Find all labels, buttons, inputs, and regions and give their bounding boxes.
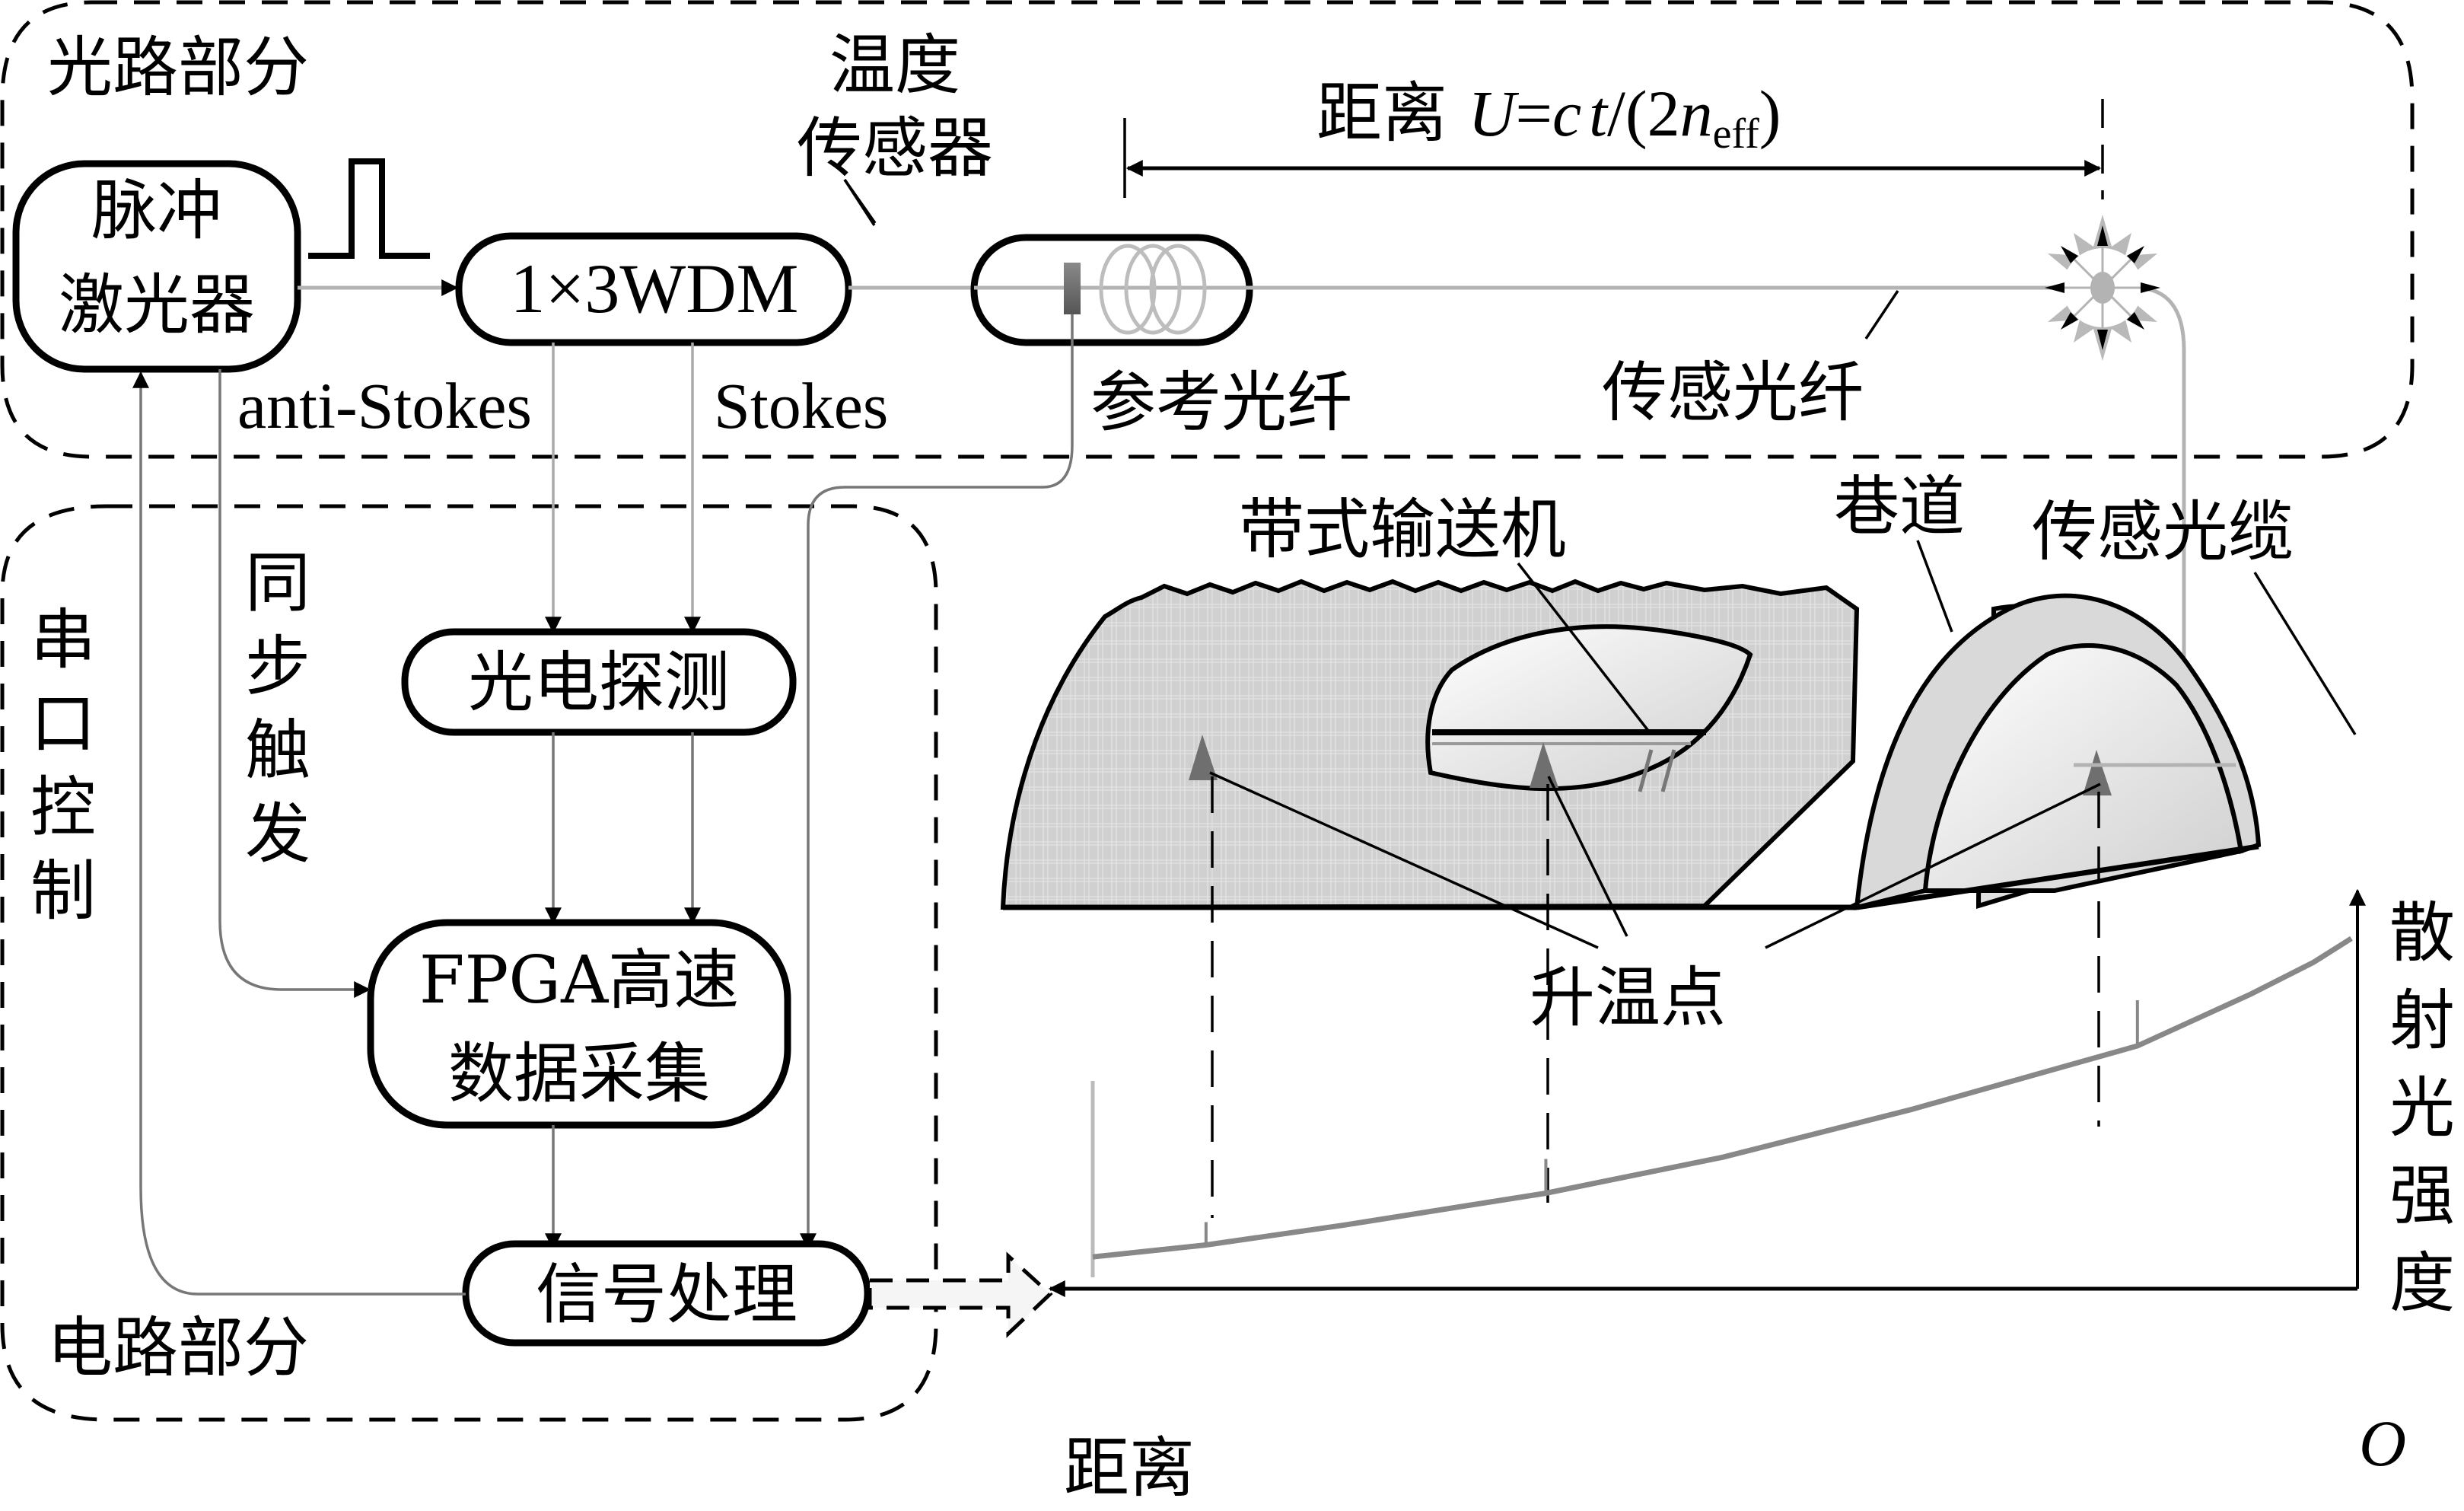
fiber-coil-icon xyxy=(1099,244,1157,335)
conveyor-strut xyxy=(1638,749,1654,792)
output-arrow-icon xyxy=(867,1251,1053,1338)
svg-text:发: 发 xyxy=(245,796,310,872)
sensing-fiber-label: 传感光纤 xyxy=(1602,355,1864,431)
fpga-label-line1: FPGA高速 xyxy=(419,942,739,1018)
fiber-coil-loop xyxy=(1124,244,1182,335)
tunnel-illustration xyxy=(1000,579,2262,910)
serial-control-path xyxy=(132,371,466,1296)
intensity-trace xyxy=(1092,936,2353,1260)
temp-sensor-label-line2: 传感器 xyxy=(797,110,993,186)
svg-text:步: 步 xyxy=(245,629,310,705)
svg-text:射: 射 xyxy=(2389,983,2455,1059)
svg-text:控: 控 xyxy=(30,770,96,846)
svg-text:制: 制 xyxy=(30,853,96,929)
signal-processing-label: 信号处理 xyxy=(536,1257,797,1333)
photodetector-label: 光电探测 xyxy=(468,645,730,721)
svg-text:串: 串 xyxy=(30,602,96,678)
svg-text:同: 同 xyxy=(245,545,310,621)
sync-trigger-label: 同 步 触 发 xyxy=(245,545,310,872)
belt-conveyor-label: 带式输送机 xyxy=(1239,492,1566,568)
origin-label: O xyxy=(2359,1407,2406,1480)
svg-text:强: 强 xyxy=(2389,1158,2455,1234)
temp-sensor-label-line1: 温度 xyxy=(829,27,960,104)
scattering-intensity-plot: 距离 O 散 射 光 强 度 xyxy=(1048,888,2455,1506)
pulse-waveform-icon xyxy=(308,158,430,259)
sync-trigger-path xyxy=(218,369,371,998)
hot-spot-leader-3 xyxy=(1765,783,2101,949)
stokes-label: Stokes xyxy=(714,369,888,442)
fpga-box[interactable]: FPGA高速 数据采集 xyxy=(367,919,791,1129)
anti-stokes-label: anti-Stokes xyxy=(237,369,532,442)
fiber-coil-loop xyxy=(1149,244,1207,335)
hot-spot-leader-2 xyxy=(1547,776,1628,937)
svg-text:散: 散 xyxy=(2389,895,2455,971)
svg-text:触: 触 xyxy=(245,712,310,789)
temp-sensor-signal-path xyxy=(800,314,1074,1251)
hot-spot-3-icon xyxy=(2083,750,2112,795)
temperature-sensor-block xyxy=(1064,263,1081,314)
reference-fiber-label: 参考光纤 xyxy=(1090,365,1352,441)
hot-spot-leader-1 xyxy=(1209,771,1599,949)
pulse-laser-label-line1: 脉冲 xyxy=(91,173,222,249)
hot-spot-2-icon xyxy=(1530,742,1558,788)
optical-region-label: 光路部分 xyxy=(47,30,309,106)
electrical-region-label: 电路部分 xyxy=(47,1310,309,1386)
temp-sensor-pointer xyxy=(843,179,876,226)
tunnel-label: 巷道 xyxy=(1834,469,1965,545)
fpga-label-line2: 数据采集 xyxy=(448,1036,710,1112)
conveyor-frame xyxy=(1432,742,1691,745)
pulse-laser-label-line2: 激光器 xyxy=(59,267,255,343)
tunnel-base-right xyxy=(1856,843,2259,910)
tunnel-interior xyxy=(1922,643,2244,893)
wdm-label: 1×3WDM xyxy=(511,250,799,327)
sensing-fiber-leader xyxy=(1864,290,1899,339)
pulse-laser-box[interactable]: 脉冲 激光器 xyxy=(12,160,301,373)
sensing-cable-leader xyxy=(2253,572,2357,735)
reference-fiber-capsule[interactable] xyxy=(970,234,1253,346)
hot-spots-label: 升温点 xyxy=(1530,960,1726,1036)
hot-spot-1-icon xyxy=(1189,735,1218,780)
conveyor-belt xyxy=(1432,729,1706,735)
svg-text:光: 光 xyxy=(2389,1070,2455,1146)
serial-control-label: 串 口 控 制 xyxy=(30,602,96,929)
scattering-point-icon xyxy=(2045,215,2160,361)
belt-conveyor-leader xyxy=(1517,562,1653,736)
tunnel-leader xyxy=(1916,540,1953,633)
conveyor-strut xyxy=(1660,749,1676,792)
signal-processing-box[interactable]: 信号处理 xyxy=(462,1240,871,1347)
svg-text:度: 度 xyxy=(2389,1245,2455,1321)
y-axis-label: 散 射 光 强 度 xyxy=(2389,895,2455,1321)
x-axis-label: 距离 xyxy=(1064,1430,1195,1506)
wdm-box[interactable]: 1×3WDM xyxy=(455,232,852,346)
photodetector-box[interactable]: 光电探测 xyxy=(401,628,797,736)
svg-text:口: 口 xyxy=(30,686,96,762)
sensing-cable-label: 传感光缆 xyxy=(2032,494,2294,570)
conveyor-window xyxy=(1425,624,1753,792)
